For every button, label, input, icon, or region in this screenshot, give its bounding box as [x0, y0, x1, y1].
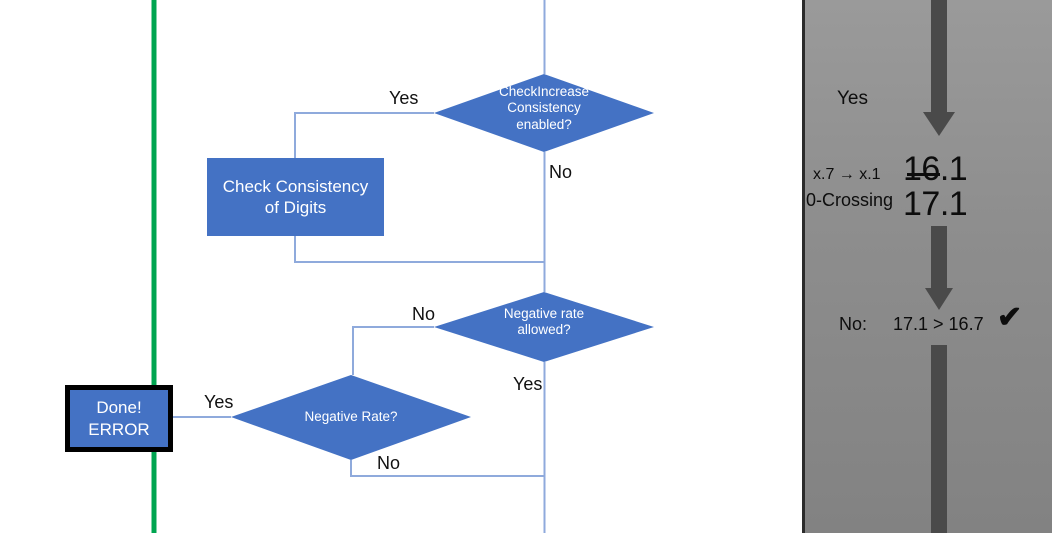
- terminator-done-error[interactable]: Done! ERROR: [65, 385, 173, 452]
- panel-arrow-2-head: [925, 288, 953, 310]
- panel-zero-crossing-label: 0-Crossing: [806, 190, 894, 210]
- panel-arrow-1-head: [923, 112, 955, 136]
- edge-label-negative-rate-allowed-yes: Yes: [513, 374, 543, 394]
- panel-no-label: No:: [839, 314, 868, 334]
- process-check-consistency-line1: Check Consistency: [222, 176, 369, 196]
- edge-label-check-increase-no: No: [549, 162, 573, 182]
- terminator-done-label: Done!: [96, 398, 142, 418]
- panel-yes-label: Yes: [837, 88, 868, 109]
- panel-comparison-label: 17.1 > 16.7: [893, 314, 984, 334]
- panel-value-old-strikethrough: [907, 173, 940, 176]
- checkmark-icon: ✔: [997, 301, 1023, 334]
- terminator-error-label: ERROR: [88, 419, 150, 439]
- decision-negative-rate-allowed: [434, 292, 654, 362]
- panel-arrow-1-shaft: [931, 0, 947, 112]
- panel-value-old: 16.1: [903, 150, 968, 188]
- edge-label-check-increase-yes: Yes: [389, 88, 419, 108]
- edge-label-negative-rate-no: No: [377, 453, 401, 473]
- connector-check-increase-yes: [294, 112, 434, 158]
- annotation-panel: Yes x.7 → x.1 0-Crossing 16.1 17.1 No: 1…: [802, 0, 1052, 533]
- decision-check-increase: [434, 74, 654, 152]
- panel-value-new: 17.1: [903, 185, 968, 223]
- edge-label-negative-rate-yes: Yes: [204, 392, 234, 412]
- panel-arrow-2-shaft: [931, 226, 947, 288]
- panel-arrow-3-shaft: [931, 345, 947, 533]
- connector-check-consistency-return: [294, 236, 544, 263]
- panel-arrows: [923, 0, 955, 533]
- decision-negative-rate: [231, 375, 471, 460]
- connector-negative-rate-allowed-no: [352, 326, 434, 375]
- edge-label-negative-rate-allowed-no: No: [412, 304, 436, 324]
- panel-transition-label: x.7 → x.1: [813, 166, 881, 183]
- process-check-consistency-of-digits[interactable]: Check Consistency of Digits: [207, 158, 384, 236]
- process-check-consistency-line2: of Digits: [264, 198, 327, 217]
- connector-negative-rate-no: [350, 460, 544, 477]
